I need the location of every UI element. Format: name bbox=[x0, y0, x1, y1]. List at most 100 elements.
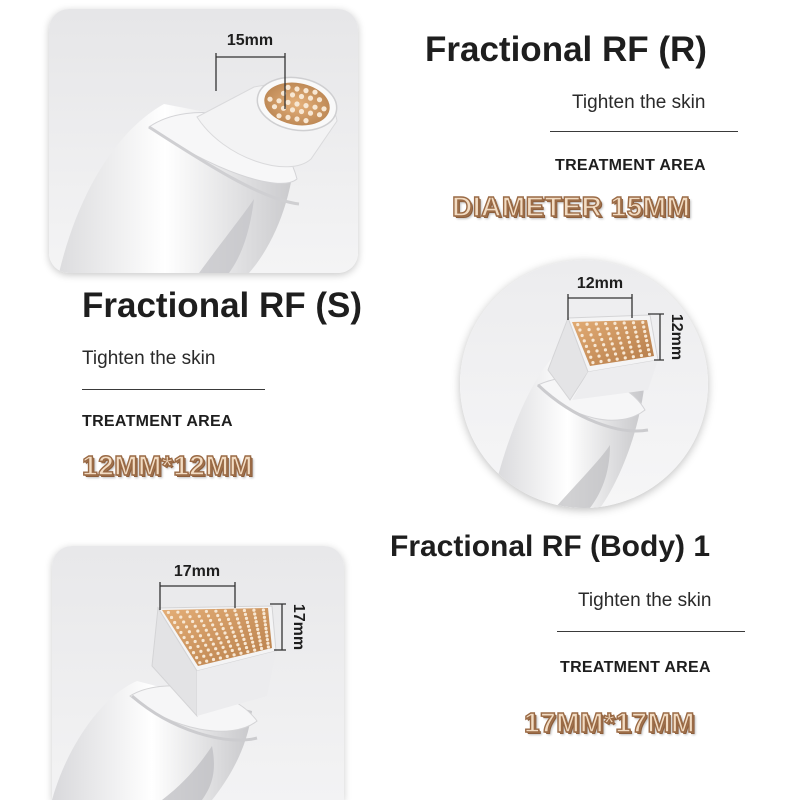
electrode-pin bbox=[630, 350, 634, 354]
electrode-pin bbox=[230, 626, 234, 630]
electrode-pin bbox=[221, 627, 225, 631]
electrode-pin bbox=[642, 325, 646, 329]
electrode-pin bbox=[610, 342, 614, 346]
electrode-pin bbox=[238, 625, 242, 629]
electrode-pin bbox=[207, 633, 211, 637]
electrode-pin bbox=[211, 657, 216, 662]
electrode-pin bbox=[248, 632, 253, 636]
electrode-pin bbox=[255, 623, 259, 628]
divider-r bbox=[550, 131, 738, 132]
electrode-pin bbox=[285, 99, 291, 105]
electrode-pin bbox=[182, 635, 186, 640]
electrode-pin bbox=[603, 348, 608, 352]
tip-width-label: 12mm bbox=[577, 275, 623, 292]
electrode-pin bbox=[634, 330, 638, 334]
electrode-pin bbox=[179, 615, 183, 619]
electrode-pin bbox=[193, 639, 197, 644]
electrode-pin bbox=[262, 615, 267, 619]
electrode-pin bbox=[198, 661, 202, 665]
electrode-pin bbox=[264, 626, 268, 631]
electrode-pin bbox=[303, 88, 309, 94]
electrode-pin bbox=[585, 322, 589, 326]
product-subtitle-s: Tighten the skin bbox=[82, 348, 216, 369]
divider-s bbox=[82, 389, 265, 390]
product-title-body: Fractional RF (Body) 1 bbox=[390, 530, 711, 563]
electrode-pin bbox=[626, 335, 630, 340]
electrode-pin bbox=[629, 345, 633, 349]
electrode-pin bbox=[633, 325, 637, 330]
electrode-pin bbox=[604, 322, 608, 326]
electrode-pin bbox=[234, 613, 238, 617]
electrode-pin bbox=[239, 651, 243, 655]
product-image-r: 15mm bbox=[49, 9, 358, 273]
electrode-pin bbox=[582, 339, 586, 343]
electrode-pin bbox=[605, 353, 609, 357]
electrode-pin bbox=[616, 331, 620, 335]
electrode-pin bbox=[285, 114, 291, 120]
electrode-pin bbox=[595, 349, 599, 353]
product-image-s: 12mm 12mm bbox=[460, 260, 708, 508]
electrode-pin bbox=[584, 344, 589, 348]
electrode-pin bbox=[256, 631, 261, 635]
electrode-pin bbox=[617, 336, 621, 340]
electrode-pin bbox=[191, 651, 196, 655]
electrode-pin bbox=[576, 322, 580, 327]
electrode-pin bbox=[176, 625, 180, 630]
electrode-pin bbox=[211, 642, 215, 646]
electrode-pin bbox=[627, 340, 632, 344]
electrode-pin bbox=[204, 643, 208, 647]
probe-s-illustration: 12mm 12mm bbox=[490, 275, 685, 508]
electrode-pin bbox=[596, 327, 600, 331]
electrode-pins-body bbox=[166, 608, 270, 665]
electrode-pin bbox=[225, 654, 229, 658]
electrode-pin bbox=[620, 346, 624, 350]
electrode-pin bbox=[252, 608, 256, 612]
electrode-pin bbox=[209, 637, 213, 642]
electrode-pin bbox=[217, 636, 221, 641]
electrode-pin bbox=[578, 328, 582, 332]
treatment-area-value-s: 12MM*12MM bbox=[81, 449, 253, 481]
electrode-pin bbox=[225, 613, 229, 617]
electrode-pin bbox=[276, 98, 282, 104]
product-subtitle-r: Tighten the skin bbox=[572, 92, 706, 113]
electrode-pin bbox=[644, 334, 648, 338]
divider-body bbox=[557, 631, 745, 632]
electrode-pin bbox=[613, 321, 617, 325]
electrode-pin bbox=[294, 116, 300, 122]
electrode-pin bbox=[602, 343, 606, 347]
probe-r-illustration: 15mm bbox=[59, 32, 338, 273]
electrode-pin bbox=[197, 614, 201, 618]
electrode-pin bbox=[265, 634, 269, 638]
electrode-pin bbox=[225, 635, 229, 639]
electrode-pin bbox=[195, 656, 199, 660]
tip-width-label: 15mm bbox=[227, 32, 273, 49]
electrode-pin bbox=[607, 332, 611, 336]
electrode-pin bbox=[303, 118, 309, 124]
electrode-pin bbox=[264, 630, 269, 634]
electrode-pin bbox=[216, 651, 220, 655]
electrode-pin bbox=[312, 104, 318, 110]
electrode-pin bbox=[646, 348, 651, 352]
electrode-pin bbox=[265, 637, 269, 642]
electrode-pin bbox=[246, 650, 250, 654]
electrode-pin bbox=[226, 617, 231, 621]
treatment-area-label-body: TREATMENT AREA bbox=[560, 659, 711, 676]
electrode-pin bbox=[294, 86, 300, 92]
electrode-pin bbox=[271, 104, 278, 110]
electrode-pin bbox=[204, 628, 208, 632]
electrode-pin bbox=[612, 347, 616, 351]
electrode-pin bbox=[188, 615, 192, 619]
electrode-pin bbox=[298, 108, 305, 115]
electrode-pin bbox=[619, 341, 623, 345]
electrode-pin bbox=[623, 326, 628, 330]
electrode-pin bbox=[208, 618, 213, 623]
electrode-pin bbox=[206, 648, 210, 652]
electrode-pin bbox=[605, 327, 609, 331]
electrode-pin bbox=[233, 609, 237, 613]
electrode-pin bbox=[196, 644, 200, 649]
electrode-pin bbox=[227, 640, 231, 644]
electrode-pin bbox=[244, 645, 249, 650]
electrode-pin bbox=[199, 649, 203, 653]
electrode-pin bbox=[600, 337, 604, 342]
electrode-pin bbox=[637, 344, 641, 348]
